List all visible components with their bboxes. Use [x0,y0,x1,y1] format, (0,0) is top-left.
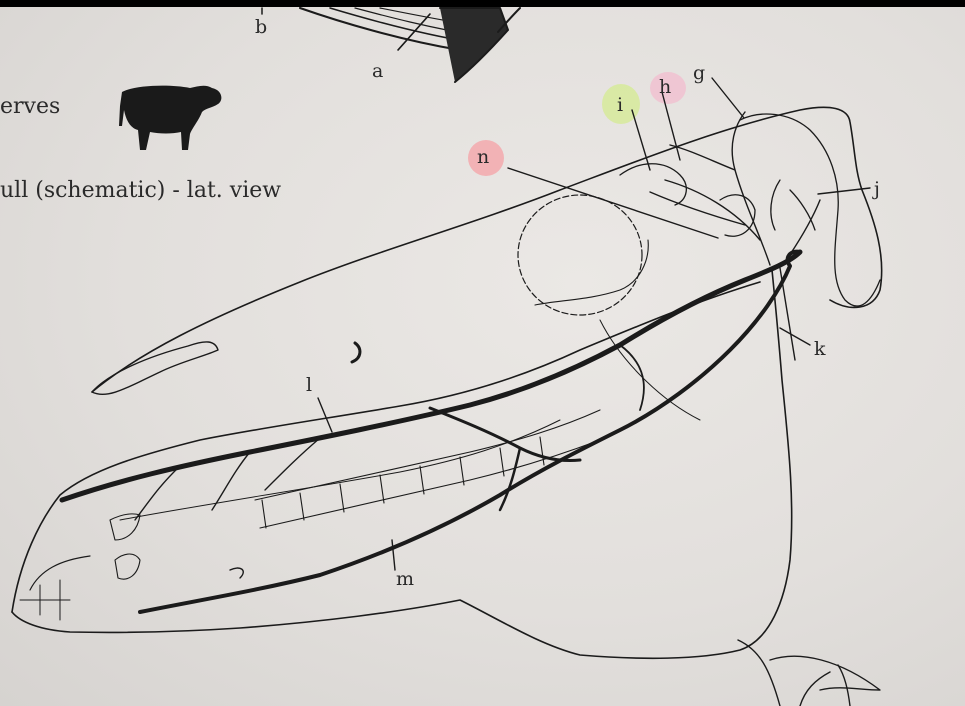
label-m: m [396,570,414,589]
muscle-fragment-top [262,8,520,82]
label-i: i [617,96,623,115]
header-nerves-fragment: erves [0,96,60,118]
label-g: g [693,64,705,83]
lower-right-fragment [738,640,880,706]
label-h: h [659,78,671,97]
label-n: n [477,148,489,167]
label-l: l [306,376,312,395]
nerve-branches [135,112,820,520]
label-j: j [874,180,880,199]
cow-icon [119,86,221,150]
label-a: a [372,62,383,81]
label-b: b [255,18,267,37]
nerve-trunks [62,252,800,612]
leader-lines [318,14,870,570]
header-skull-view-fragment: ull (schematic) - lat. view [0,180,281,202]
label-k: k [814,340,826,359]
stray-mark [352,343,360,362]
